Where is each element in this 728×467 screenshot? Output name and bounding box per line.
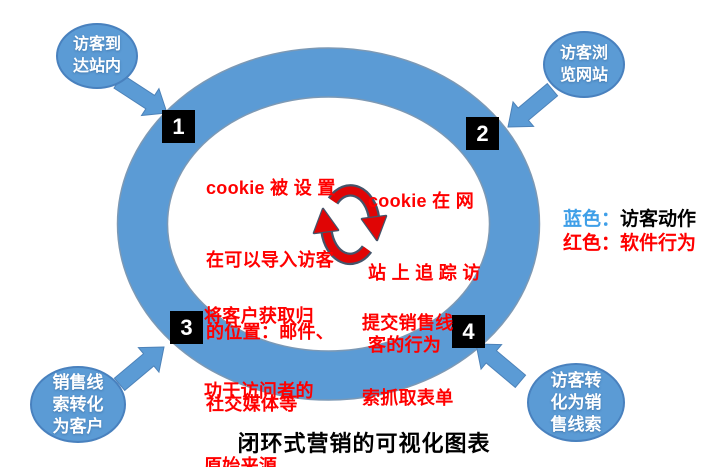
step-text-line: 将客户获取归 <box>204 306 314 326</box>
badge-line: 访客转 <box>550 370 602 390</box>
step-marker-4: 4 <box>452 315 485 348</box>
step-text-line: cookie 被 设 置 <box>206 178 336 198</box>
legend-text-visitor-action: 访客动作 <box>620 209 697 230</box>
arrow-bottom-right-icon <box>475 343 527 389</box>
badge-line: 售线索 <box>550 414 602 434</box>
step-text-line: 索抓取表单 <box>362 388 454 408</box>
diagram-title: 闭环式营销的可视化图表 <box>237 431 491 456</box>
badge-line: 索转化 <box>52 394 104 414</box>
step-text-1: cookie 被 设 置 在可以导入访客 的位置：邮件、 社交媒体等 <box>206 128 336 464</box>
step-marker-1: 1 <box>162 110 195 143</box>
badge-line: 为客户 <box>52 416 104 436</box>
step-text-line: 社交媒体等 <box>206 394 298 414</box>
step-text-line: 功于访问者的 <box>204 381 314 401</box>
badge-line: 览网站 <box>559 66 608 84</box>
legend-label-red: 红色： <box>563 233 621 254</box>
badge-leads-to-customer: 销售线 索转化 为客户 <box>30 366 126 443</box>
badge-line: 访客到 <box>72 36 121 53</box>
badge-line: 化为销 <box>550 392 602 412</box>
legend-text-software-action: 软件行为 <box>620 233 697 254</box>
legend-label-blue: 蓝色： <box>563 209 621 230</box>
step-marker-2: 2 <box>466 117 499 150</box>
legend-item-blue: 蓝色：访客动作 <box>563 208 696 232</box>
step-text-line: 提交销售线 <box>362 313 454 333</box>
step-text-line: 站 上 追 踪 访 <box>368 263 481 283</box>
step-text-3: 将客户获取归 功于访问者的 原始来源 <box>204 254 314 467</box>
step-marker-3: 3 <box>170 311 203 344</box>
step-text-2: cookie 在 网 站 上 追 踪 访 客的行为 <box>368 141 481 405</box>
step-text-line: cookie 在 网 <box>368 191 475 211</box>
badge-visitor-to-lead: 访客转 化为销 售线索 <box>527 363 625 442</box>
step-text-line: 原始来源 <box>204 456 278 467</box>
badge-line: 达站内 <box>72 58 121 75</box>
cycle-arrows-icon <box>312 184 388 266</box>
step-text-line: 的位置：邮件、 <box>206 322 335 342</box>
badge-visitor-browses: 访客浏 览网站 <box>543 31 625 98</box>
badge-visitor-arrives: 访客到 达站内 <box>56 23 138 89</box>
badge-line: 销售线 <box>52 372 104 392</box>
legend-item-red: 红色：软件行为 <box>563 232 696 256</box>
badge-line: 访客浏 <box>559 44 608 62</box>
legend: 蓝色：访客动作 红色：软件行为 <box>563 208 696 256</box>
step-text-line: 客的行为 <box>368 335 442 355</box>
step-text-4: 提交销售线 索抓取表单 <box>362 261 454 461</box>
arrow-top-right-icon <box>507 82 559 128</box>
step-text-line: 在可以导入访客 <box>206 250 335 270</box>
